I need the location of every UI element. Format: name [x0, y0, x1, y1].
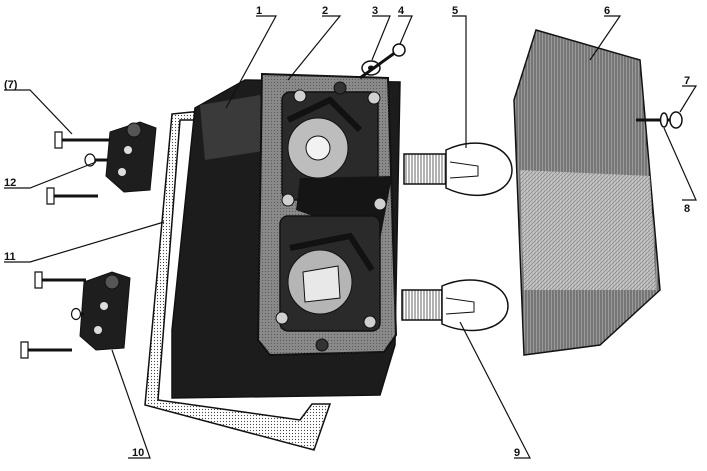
leader-lines — [4, 15, 698, 459]
callout-6: 6 — [604, 5, 610, 17]
lens — [513, 29, 661, 356]
callout-8: 8 — [684, 203, 690, 215]
reflector-plate — [256, 72, 398, 357]
leader-7p — [4, 89, 73, 135]
lower-terminal-screw-middle — [70, 307, 84, 321]
callout-10: 10 — [132, 447, 144, 459]
leader-3 — [371, 15, 391, 61]
callout-4: 4 — [398, 5, 405, 17]
leader-9 — [459, 321, 531, 459]
upper-terminal-block — [105, 121, 157, 193]
lens-washer — [659, 112, 669, 128]
lower-terminal-screw-top — [34, 271, 86, 289]
callout-9: 9 — [514, 447, 520, 459]
leader-6 — [589, 15, 622, 61]
lower-terminal-screw-bottom — [20, 341, 72, 359]
leader-10 — [111, 349, 151, 459]
callout-1: 1 — [256, 5, 262, 17]
callout-2: 2 — [322, 5, 328, 17]
callout-7-parenthesized: (7) — [4, 79, 18, 91]
leader-2 — [287, 15, 342, 81]
leader-8 — [663, 127, 697, 201]
lower-terminal-block — [79, 271, 131, 351]
upper-terminal-screw-bottom — [46, 187, 98, 205]
callout-3: 3 — [372, 5, 378, 17]
callout-7: 7 — [684, 75, 690, 87]
callout-labels: 1 2 3 4 5 6 7 8 (7) 12 11 10 9 — [4, 5, 690, 459]
leader-7 — [679, 85, 698, 113]
lower-bulb — [401, 279, 509, 332]
upper-terminal-screw-middle — [84, 153, 108, 167]
upper-bulb — [403, 142, 513, 197]
leader-12 — [4, 161, 97, 189]
callout-5: 5 — [452, 5, 458, 17]
upper-terminal-screw-top — [54, 131, 110, 149]
leader-4 — [398, 15, 413, 45]
leader-1 — [225, 15, 278, 109]
callout-12: 12 — [4, 177, 16, 189]
screw — [359, 43, 406, 80]
callout-11: 11 — [4, 251, 16, 263]
leader-5 — [452, 15, 467, 148]
leader-11 — [4, 221, 165, 263]
